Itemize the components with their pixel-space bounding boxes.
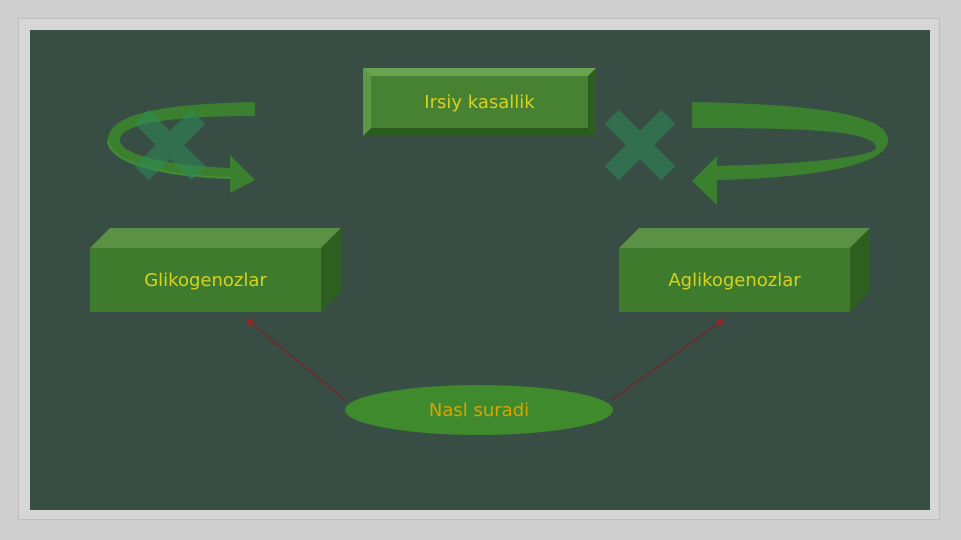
bottom-oval: [345, 385, 613, 435]
right-curved-arrow: [692, 102, 888, 205]
left-box-label: Glikogenozlar: [144, 269, 267, 291]
top-box: [363, 68, 596, 136]
left-box: [90, 228, 341, 312]
right-box: [619, 228, 870, 312]
bottom-oval-label: Nasl suradi: [428, 399, 530, 421]
connector-right: [611, 318, 724, 401]
right-box-label: Aglikogenozlar: [668, 269, 801, 291]
top-box-label: Irsiy kasallik: [424, 91, 535, 113]
watermark-logo: [134, 109, 676, 181]
connector-left: [246, 318, 346, 401]
